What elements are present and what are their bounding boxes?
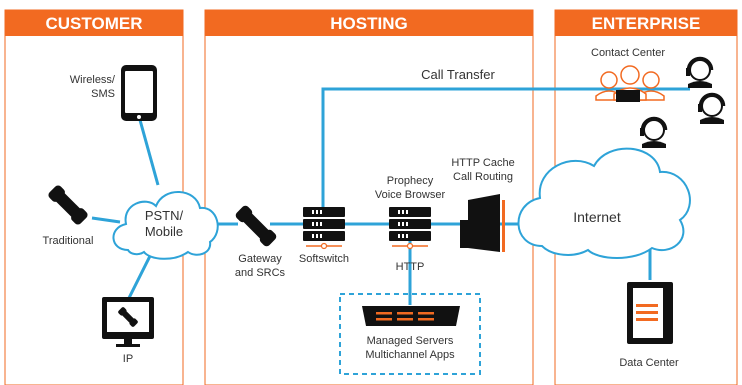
softswitch-server-icon [303,207,345,250]
headset-agent-icon [698,92,726,124]
internet-cloud-icon [517,147,691,259]
enterprise-panel: ENTERPRISE [554,9,738,385]
managed-servers-label-1: Managed Servers [367,335,454,347]
customer-header: CUSTOMER [46,14,143,33]
prophecy-server-icon [389,207,431,250]
cache-label-2: Call Routing [453,171,513,183]
traditional-label: Traditional [43,235,94,247]
managed-servers-box [339,293,481,375]
data-center-label: Data Center [619,357,679,369]
hosting-panel: HOSTING [204,9,534,385]
hosting-header: HOSTING [330,14,407,33]
managed-servers-label-2: Multichannel Apps [365,349,455,361]
headset-agent-icon [640,116,668,148]
internet-label: Internet [573,209,621,225]
ip-label: IP [123,353,133,365]
prophecy-label-1: Prophecy [387,175,434,187]
pstn-cloud-icon [112,191,219,260]
gateway-label-2: and SRCs [235,267,286,279]
pstn-label-2: Mobile [145,224,183,239]
softswitch-label: Softswitch [299,253,349,265]
contact-center-agents-icon [595,65,665,102]
pstn-label-1: PSTN/ [145,208,184,223]
cache-firewall-icon [460,194,505,252]
prophecy-label-2: Voice Browser [375,189,446,201]
cache-label-1: HTTP Cache [451,157,514,169]
wireless-label-2: SMS [91,88,115,100]
gateway-label-1: Gateway [238,253,282,265]
customer-panel: CUSTOMER [4,9,184,385]
enterprise-header: ENTERPRISE [592,14,701,33]
mobile-phone-icon [121,65,157,121]
contact-center-label: Contact Center [591,47,665,59]
gateway-phone-icon [235,205,277,247]
headset-agent-icon [686,56,714,88]
wireless-label-1: Wireless/ [70,74,116,86]
call-transfer-label: Call Transfer [421,67,495,82]
traditional-phone-icon [48,185,88,225]
http-label: HTTP [396,261,425,273]
data-center-server-icon [627,282,673,344]
ip-monitor-icon [102,297,154,347]
